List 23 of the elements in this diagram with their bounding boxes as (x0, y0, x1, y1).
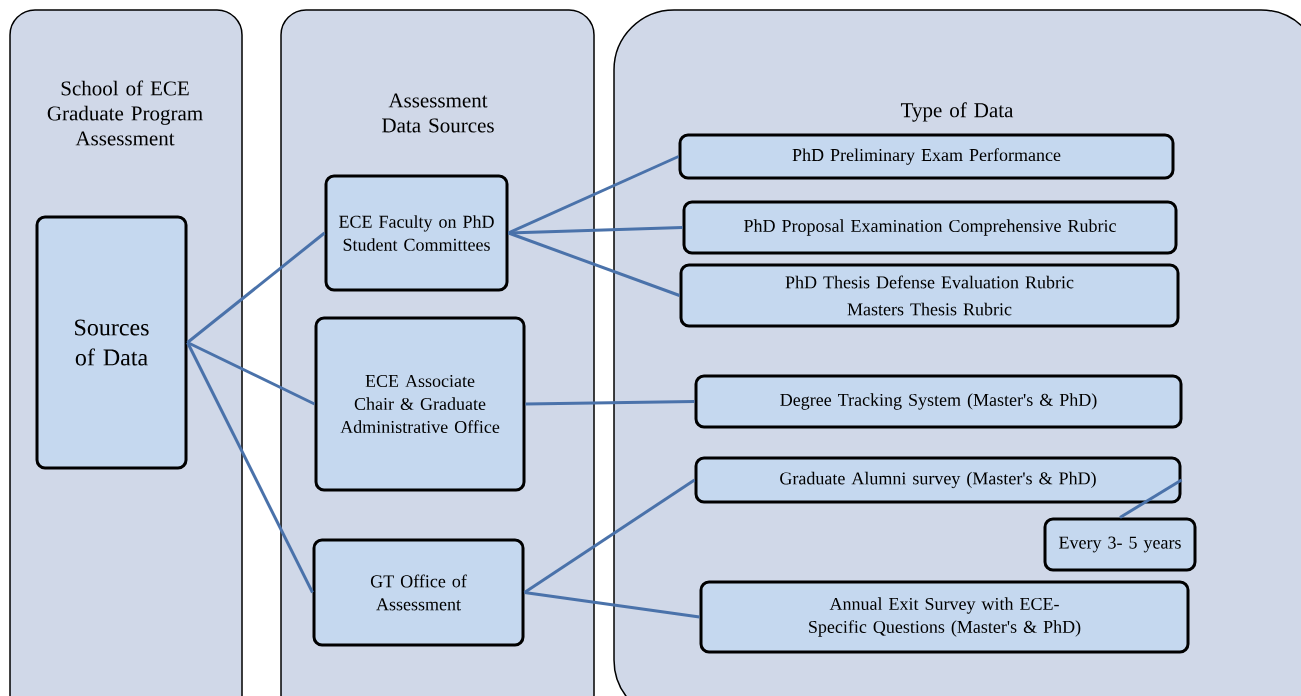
connector-line (186, 341, 314, 594)
text-box: Degree Tracking System (Master's & PhD) (694, 374, 1183, 429)
text-box: ECE Faculty on PhD Student Committees (324, 174, 509, 292)
text-box: GT Office of Assessment (312, 538, 525, 647)
connector-line (523, 478, 696, 594)
connector-line (186, 341, 316, 406)
text-box: Annual Exit Survey with ECE-Specific Questions (Master's & PhD) (699, 580, 1190, 654)
connector-line (1119, 478, 1183, 519)
connector-line (524, 591, 700, 619)
connector-line (508, 231, 681, 297)
text-box: PhD Proposal Examination Comprehensive Rubric (682, 200, 1178, 255)
text-box: PhD Preliminary Exam Performance (678, 133, 1175, 180)
panel-heading: Assessment Data Sources (382, 93, 494, 133)
text-box: PhD Thesis Defense Evaluation Rubric Masters Thesis Rubric (679, 263, 1180, 328)
text-box: Sources of Data (35, 215, 188, 470)
panel-heading: Type of Data (900, 102, 1014, 122)
connector-line (525, 400, 695, 406)
text-box: ECE Associate Chair & Graduate Administrative Office (314, 316, 526, 492)
text-box: Graduate Alumni survey (Master's & PhD) (694, 456, 1182, 504)
panel-heading: School of ECE Graduate Program Assessment (47, 80, 203, 146)
text-box: Every 3- 5 years (1043, 517, 1197, 572)
connector-line (508, 226, 683, 235)
connector-line (186, 231, 326, 344)
